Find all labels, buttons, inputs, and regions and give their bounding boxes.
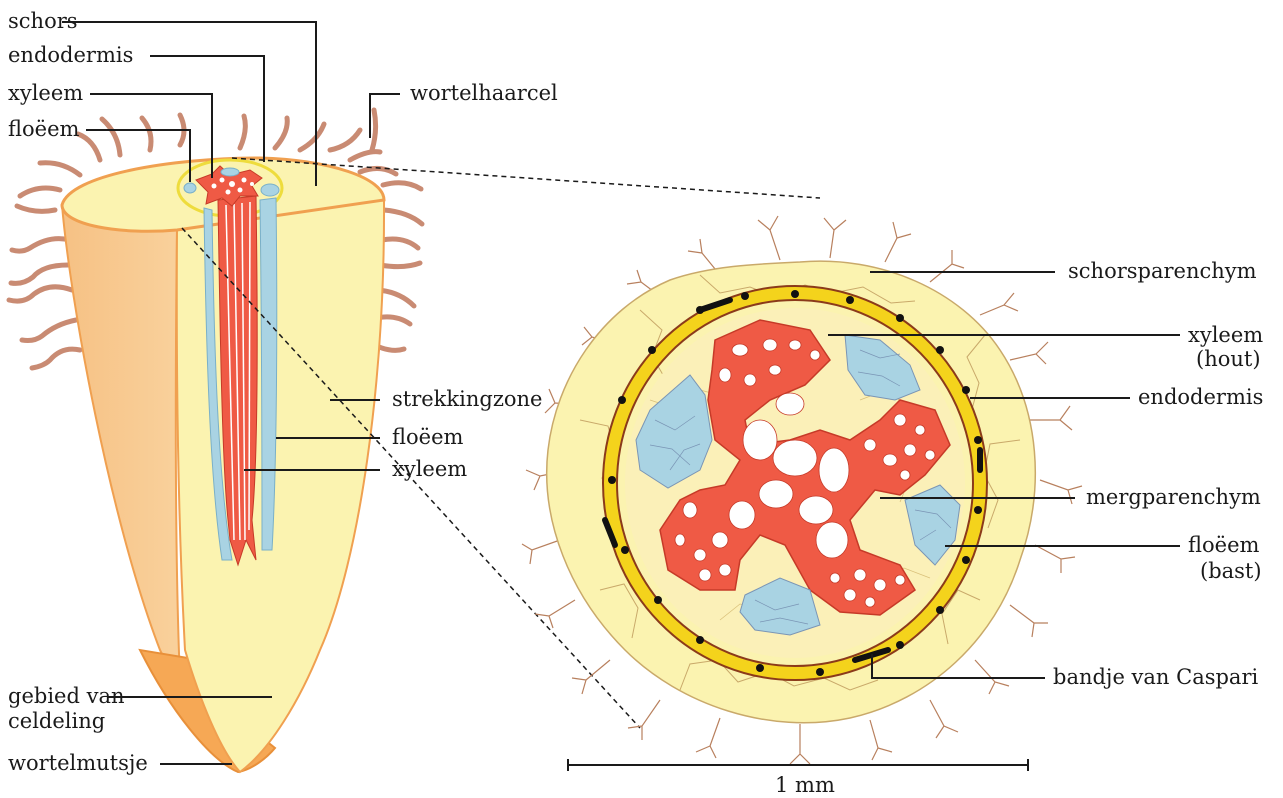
scale-bar <box>568 759 1028 771</box>
label-wortelmutsje: wortelmutsje <box>8 751 148 775</box>
phloem-strand-right <box>260 198 277 550</box>
phloem-top-1 <box>184 183 196 193</box>
label-strekkingzone: strekkingzone <box>392 387 542 411</box>
label-xyleem-2: xyleem <box>392 457 467 481</box>
label-endodermis-cross: endodermis <box>1138 385 1263 409</box>
label-wortelhaarcel: wortelhaarcel <box>410 81 558 105</box>
label-floeem: floëem <box>8 117 80 141</box>
label-floeem-2: floëem <box>392 425 464 449</box>
phloem-top-3 <box>261 184 279 196</box>
phloem-top-2 <box>221 168 239 176</box>
root-tip-illustration <box>9 110 422 772</box>
label-bandje-van-caspari: bandje van Caspari <box>1053 665 1258 689</box>
label-celdeling: celdeling <box>8 709 105 733</box>
label-gebied-van: gebied van <box>8 684 124 708</box>
scale-bar-label: 1 mm <box>775 773 835 797</box>
label-schorsparenchym: schorsparenchym <box>1068 259 1257 283</box>
label-xyleem: xyleem <box>8 81 83 105</box>
label-xyleem-cross: xyleem <box>1188 323 1263 347</box>
cross-section-illustration <box>522 216 1082 764</box>
label-endodermis: endodermis <box>8 43 133 67</box>
label-bast: (bast) <box>1200 559 1262 583</box>
label-mergparenchym: mergparenchym <box>1086 485 1261 509</box>
label-hout: (hout) <box>1196 347 1261 371</box>
label-floeem-cross: floëem <box>1188 533 1260 557</box>
label-schors: schors <box>8 9 78 33</box>
